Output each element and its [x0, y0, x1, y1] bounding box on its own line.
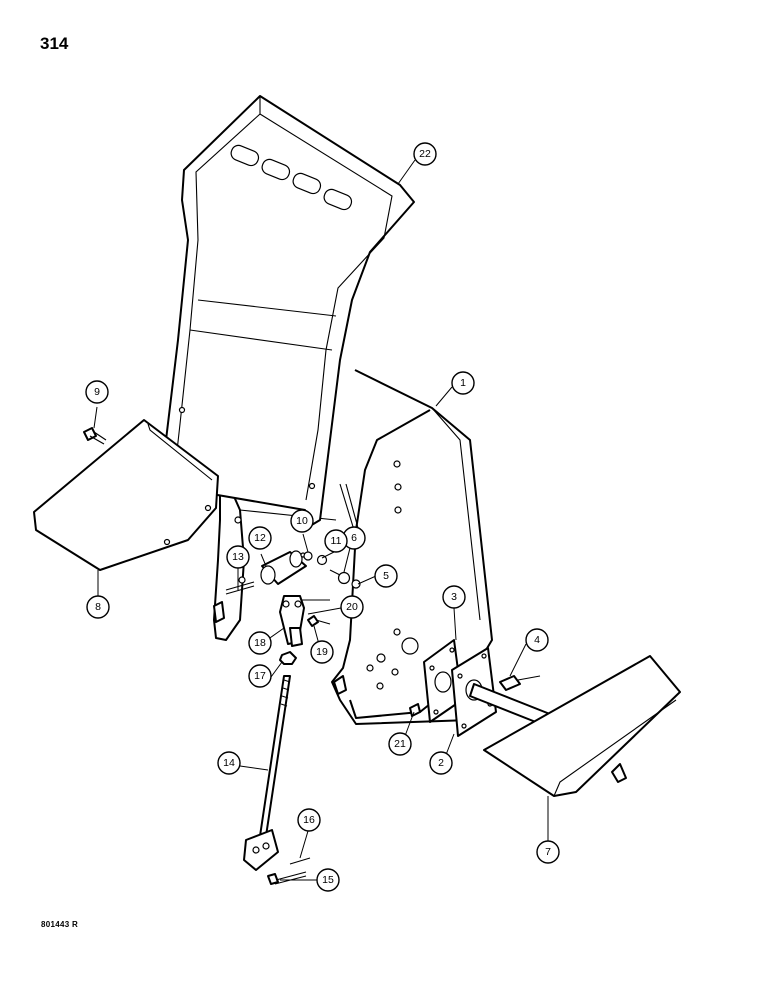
callout-21: 21 — [388, 732, 412, 756]
callout-14: 14 — [217, 751, 241, 775]
page-number: 314 — [40, 34, 69, 53]
callout-3: 3 — [442, 585, 466, 609]
svg-text:7: 7 — [545, 846, 551, 858]
callout-4: 4 — [525, 628, 549, 652]
callout-1: 1 — [451, 371, 475, 395]
nut-17 — [279, 651, 297, 665]
callout-7: 7 — [536, 840, 560, 864]
svg-text:10: 10 — [296, 515, 308, 527]
pin-21 — [409, 703, 421, 717]
pivot-hardware — [225, 550, 361, 601]
callout-15: 15 — [316, 868, 340, 892]
callout-2: 2 — [429, 751, 453, 775]
callout-20: 20 — [340, 595, 364, 619]
svg-text:6: 6 — [351, 532, 357, 544]
shield-cover — [165, 95, 415, 531]
callout-17: 17 — [248, 664, 272, 688]
svg-text:13: 13 — [232, 551, 244, 563]
svg-text:8: 8 — [95, 601, 101, 613]
callout-12: 12 — [248, 526, 272, 550]
pedal — [483, 655, 681, 797]
callout-5: 5 — [374, 564, 398, 588]
callout-10: 10 — [290, 509, 314, 533]
callout-13: 13 — [226, 545, 250, 569]
threaded-rod — [243, 675, 311, 885]
svg-text:22: 22 — [419, 148, 431, 160]
svg-text:20: 20 — [346, 601, 358, 613]
svg-text:2: 2 — [438, 757, 444, 769]
leader-lines — [93, 159, 549, 881]
svg-text:3: 3 — [451, 591, 457, 603]
callout-9: 9 — [85, 380, 109, 404]
svg-text:14: 14 — [223, 757, 235, 769]
svg-text:5: 5 — [383, 570, 389, 582]
svg-text:4: 4 — [534, 634, 540, 646]
side-plate — [33, 419, 219, 571]
drawing-code: 801443 R — [41, 920, 79, 929]
svg-text:15: 15 — [322, 874, 334, 886]
svg-text:17: 17 — [254, 670, 266, 682]
svg-text:11: 11 — [331, 535, 342, 547]
svg-text:16: 16 — [303, 814, 315, 826]
svg-text:21: 21 — [394, 738, 406, 750]
callout-18: 18 — [248, 631, 272, 655]
callout-16: 16 — [297, 808, 321, 832]
clevis-link — [279, 595, 331, 647]
svg-text:19: 19 — [316, 646, 328, 658]
svg-text:9: 9 — [94, 386, 100, 398]
callout-11: 11 — [324, 529, 348, 553]
svg-text:1: 1 — [460, 377, 466, 389]
callout-22: 22 — [413, 142, 437, 166]
callout-19: 19 — [310, 640, 334, 664]
svg-text:18: 18 — [254, 637, 266, 649]
callout-8: 8 — [86, 595, 110, 619]
bolt-9 — [83, 427, 107, 445]
svg-text:12: 12 — [254, 532, 266, 544]
